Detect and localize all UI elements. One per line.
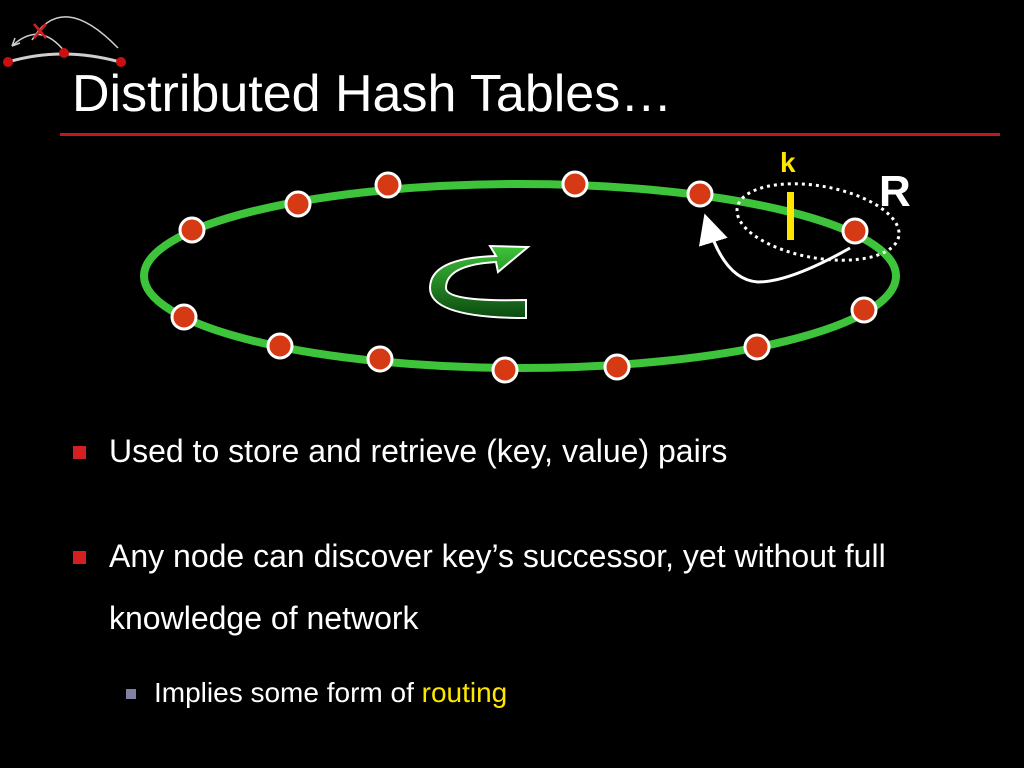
page-title: Distributed Hash Tables… <box>72 65 673 123</box>
logo <box>3 16 126 67</box>
ring-node <box>841 217 869 245</box>
logo-node <box>3 57 13 67</box>
ring-node <box>743 333 771 361</box>
sub-bullet-marker <box>126 689 136 699</box>
bullet-marker <box>73 551 86 564</box>
bullet-item: Used to store and retrieve (key, value) … <box>70 420 970 482</box>
ring-node <box>366 345 394 373</box>
ring-node <box>603 353 631 381</box>
hash-ring <box>140 180 900 372</box>
bullet-item: Any node can discover key’s successor, y… <box>70 525 910 649</box>
dht-ring-diagram <box>140 170 901 384</box>
bullet-marker <box>73 446 86 459</box>
routing-highlight: routing <box>421 677 508 708</box>
key-label: k <box>780 147 796 178</box>
ring-node <box>850 296 878 324</box>
sub-bullet-text: Implies some form of routing <box>126 675 507 711</box>
ring-node <box>686 180 714 208</box>
title-divider <box>60 133 1000 136</box>
ring-node <box>178 216 206 244</box>
bullet-text: Used to store and retrieve (key, value) … <box>109 433 728 469</box>
sub-bullet-item: Implies some form of routing <box>126 675 507 711</box>
ring-node <box>491 356 519 384</box>
ring-node <box>170 303 198 331</box>
ring-nodes <box>170 170 878 384</box>
ring-node <box>284 190 312 218</box>
logo-arrow-arc <box>11 33 66 53</box>
ring-node <box>374 171 402 199</box>
rotation-arrow-icon <box>428 244 531 320</box>
responsible-node-label: R <box>879 167 911 216</box>
logo-x-mark <box>33 23 47 39</box>
logo-node <box>116 57 126 67</box>
ring-node <box>266 332 294 360</box>
responsible-region <box>735 182 901 262</box>
bullet-text: Any node can discover key’s successor, y… <box>109 538 886 636</box>
key-marker <box>787 192 794 240</box>
logo-arrowhead <box>11 37 21 47</box>
ring-node <box>561 170 589 198</box>
lookup-arrow <box>698 213 851 284</box>
sub-bullet-text-plain: Implies some form of <box>154 677 422 708</box>
logo-node <box>59 48 69 58</box>
